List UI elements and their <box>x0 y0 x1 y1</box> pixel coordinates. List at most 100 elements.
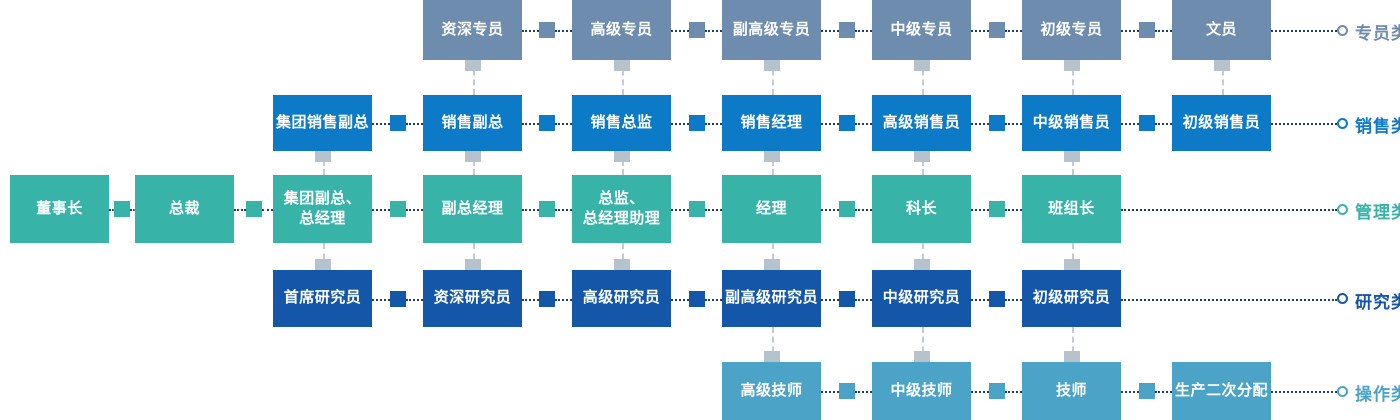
connector-vertical <box>921 60 924 95</box>
node-sales-3[interactable]: 销售经理 <box>722 95 821 151</box>
connector-horizontal <box>405 123 423 125</box>
connector-horizontal <box>971 209 989 211</box>
category-leader-line <box>1121 298 1337 301</box>
node-sales-6[interactable]: 初级销售员 <box>1172 95 1271 151</box>
connector-stub <box>988 22 1005 38</box>
node-specialist-1[interactable]: 高级专员 <box>572 0 671 60</box>
connector-stub <box>539 22 555 38</box>
connector-vertical <box>1071 151 1074 175</box>
connector-horizontal <box>1154 123 1172 125</box>
connector-horizontal <box>821 391 839 393</box>
node-management-6[interactable]: 科长 <box>872 175 971 243</box>
connector-stub <box>688 22 705 38</box>
connector-horizontal <box>1004 298 1022 301</box>
connector-horizontal <box>1004 391 1022 393</box>
connector-vertical-stub <box>913 60 930 71</box>
node-specialist-4[interactable]: 初级专员 <box>1022 0 1121 60</box>
connector-horizontal <box>1121 30 1139 32</box>
node-operations-2[interactable]: 技师 <box>1022 362 1121 420</box>
connector-horizontal <box>1121 123 1139 125</box>
connector-vertical <box>322 151 325 175</box>
connector-vertical <box>621 60 624 95</box>
connector-horizontal <box>671 123 689 125</box>
connector-stub <box>838 201 855 217</box>
connector-vertical <box>1071 60 1074 95</box>
category-label-sales: 销售类 <box>1355 117 1400 136</box>
connector-horizontal <box>854 391 872 393</box>
category-endpoint-marker <box>1337 117 1348 129</box>
node-operations-1[interactable]: 中级技师 <box>872 362 971 420</box>
connector-stub <box>988 290 1005 307</box>
connector-vertical <box>921 327 924 362</box>
connector-stub <box>1138 383 1155 399</box>
connector-vertical <box>621 151 624 175</box>
node-research-3[interactable]: 副高级研究员 <box>722 270 821 327</box>
category-endpoint-marker <box>1337 203 1348 215</box>
node-specialist-0[interactable]: 资深专员 <box>423 0 522 60</box>
connector-vertical-stub <box>613 151 630 162</box>
connector-horizontal <box>821 298 839 301</box>
node-research-5[interactable]: 初级研究员 <box>1022 270 1121 327</box>
node-management-7[interactable]: 班组长 <box>1022 175 1121 243</box>
connector-vertical-stub <box>314 151 331 162</box>
connector-horizontal <box>555 123 572 125</box>
connector-vertical <box>472 151 475 175</box>
category-label-operations: 操作类 <box>1355 385 1400 404</box>
connector-horizontal <box>854 30 872 32</box>
connector-horizontal <box>1154 30 1172 32</box>
connector-horizontal <box>1154 391 1172 393</box>
connector-vertical <box>472 60 475 95</box>
node-management-5[interactable]: 经理 <box>722 175 821 243</box>
category-label-research: 研究类 <box>1355 292 1400 312</box>
connector-vertical-stub <box>464 60 481 71</box>
connector-vertical <box>771 151 774 175</box>
node-research-4[interactable]: 中级研究员 <box>872 270 971 327</box>
node-research-2[interactable]: 高级研究员 <box>572 270 671 327</box>
node-research-0[interactable]: 首席研究员 <box>273 270 372 327</box>
connector-vertical-stub <box>1063 60 1080 71</box>
category-endpoint-marker <box>1337 293 1348 304</box>
connector-stub <box>688 290 705 307</box>
node-sales-1[interactable]: 销售副总 <box>423 95 522 151</box>
node-specialist-3[interactable]: 中级专员 <box>872 0 971 60</box>
connector-stub <box>688 201 705 217</box>
node-sales-2[interactable]: 销售总监 <box>572 95 671 151</box>
node-specialist-5[interactable]: 文员 <box>1172 0 1271 60</box>
node-sales-4[interactable]: 高级销售员 <box>872 95 971 151</box>
node-specialist-2[interactable]: 副高级专员 <box>722 0 821 60</box>
connector-horizontal <box>704 298 722 301</box>
connector-horizontal <box>234 209 246 211</box>
node-sales-0[interactable]: 集团销售副总 <box>273 95 372 151</box>
connector-stub <box>114 201 130 217</box>
node-management-2[interactable]: 集团副总、 总经理 <box>273 175 372 243</box>
connector-stub <box>838 290 855 307</box>
connector-stub <box>838 115 855 131</box>
connector-horizontal <box>405 298 423 301</box>
node-operations-0[interactable]: 高级技师 <box>722 362 821 420</box>
connector-stub <box>988 383 1005 399</box>
connector-horizontal <box>109 209 114 211</box>
category-endpoint-marker <box>1337 24 1348 36</box>
connector-horizontal <box>821 30 839 32</box>
category-label-management: 管理类 <box>1355 203 1400 222</box>
connector-vertical-stub <box>613 60 630 71</box>
connector-horizontal <box>854 298 872 301</box>
connector-horizontal <box>1004 123 1022 125</box>
node-management-1[interactable]: 总裁 <box>135 175 234 243</box>
connector-horizontal <box>1004 209 1022 211</box>
connector-horizontal <box>821 123 839 125</box>
connector-horizontal <box>854 123 872 125</box>
node-management-4[interactable]: 总监、 总经理助理 <box>572 175 671 243</box>
connector-horizontal <box>405 209 423 211</box>
node-sales-5[interactable]: 中级销售员 <box>1022 95 1121 151</box>
category-endpoint-marker <box>1337 385 1348 397</box>
node-management-0[interactable]: 董事长 <box>10 175 109 243</box>
connector-horizontal <box>372 123 390 125</box>
connector-stub <box>389 290 406 307</box>
node-management-3[interactable]: 副总经理 <box>423 175 522 243</box>
connector-stub <box>988 115 1005 131</box>
connector-vertical <box>771 60 774 95</box>
node-operations-3[interactable]: 生产二次分配 <box>1172 362 1271 420</box>
node-research-1[interactable]: 资深研究员 <box>423 270 522 327</box>
category-leader-line <box>1121 209 1337 211</box>
